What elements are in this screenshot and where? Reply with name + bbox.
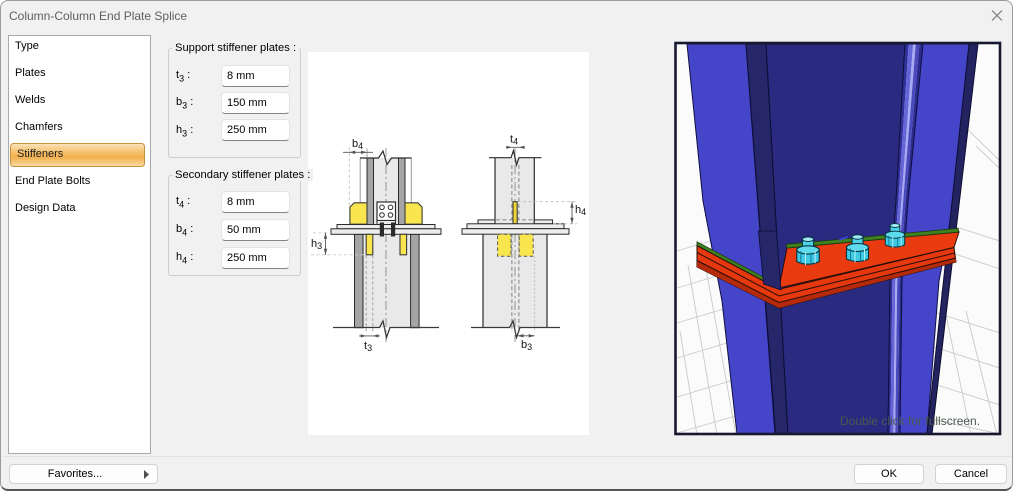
svg-text:b4: b4: [352, 138, 363, 151]
svg-text:t3: t3: [364, 340, 372, 353]
svg-text:h3: h3: [311, 238, 322, 251]
svg-text:Double click for fullscreen.: Double click for fullscreen.: [840, 414, 980, 428]
svg-text:b3: b3: [521, 339, 532, 352]
svg-text:t4: t4: [510, 134, 518, 147]
svg-text:h4: h4: [575, 204, 586, 217]
